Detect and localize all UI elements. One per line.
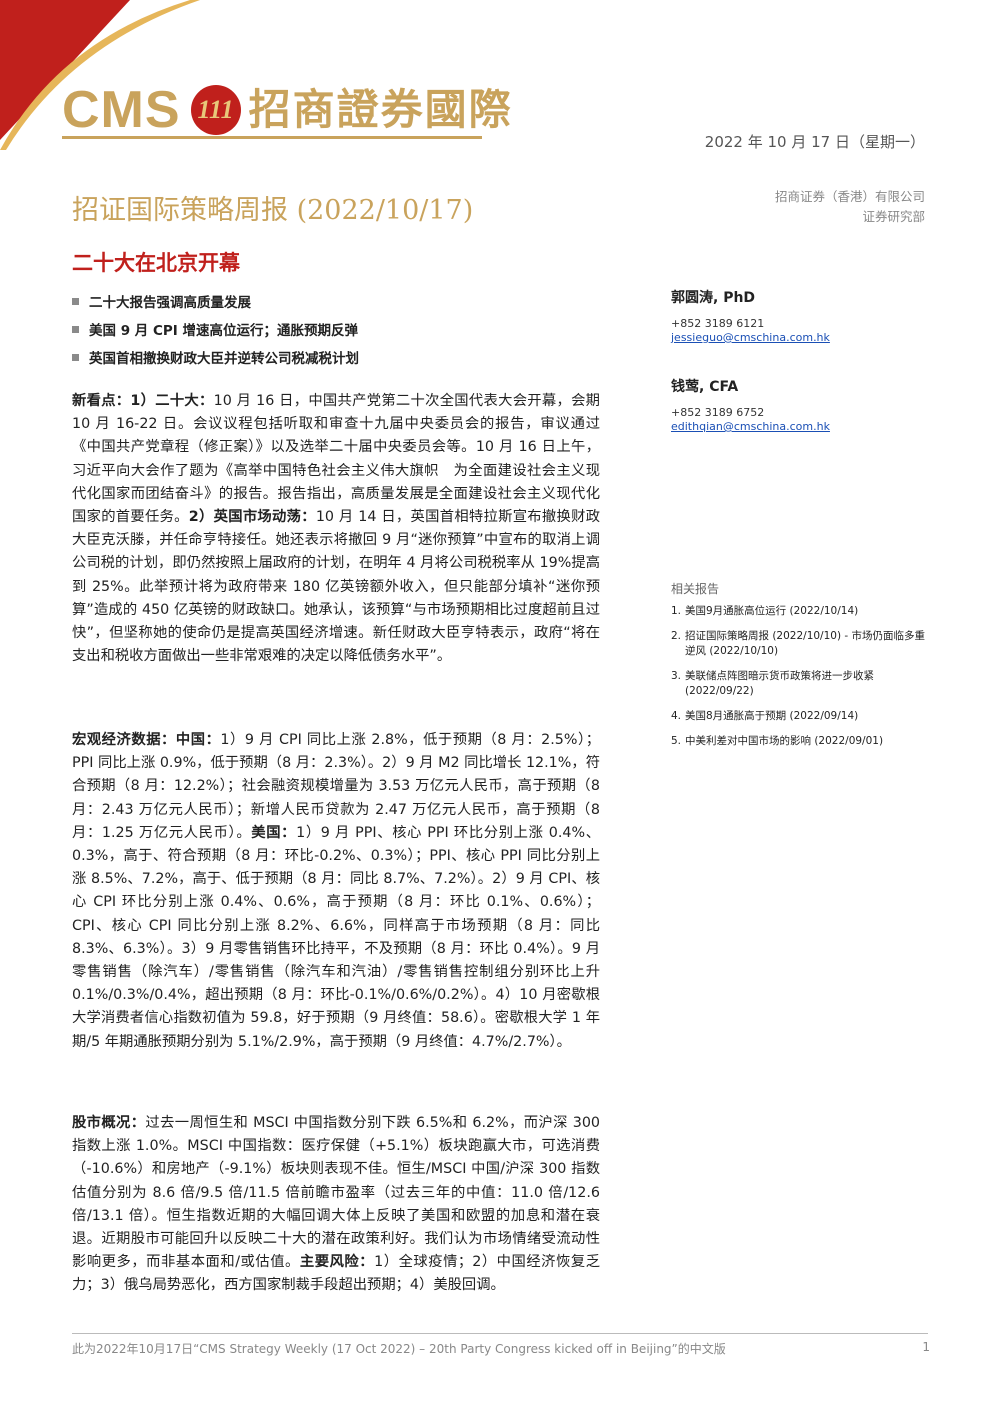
related-reports-title: 相关报告 xyxy=(671,582,720,596)
news-paragraph: 新看点：1）二十大：10 月 16 日，中国共产党第二十次全国代表大会开幕，会期… xyxy=(72,390,600,668)
company-logo: CMS 111 招商證券國際 xyxy=(62,80,513,140)
page-number: 1 xyxy=(922,1340,930,1354)
analyst-phone: +852 3189 6752 xyxy=(671,406,765,419)
logo-underline xyxy=(62,136,482,139)
footer-divider xyxy=(72,1333,928,1334)
key-point: 二十大报告强调高质量发展 xyxy=(72,287,359,315)
footer-note: 此为2022年10月17日“CMS Strategy Weekly (17 Oc… xyxy=(72,1342,726,1356)
related-report-item[interactable]: 3.美联储点阵图暗示货币政策将进一步收紧 (2022/09/22) xyxy=(671,670,874,697)
bullet-square-icon xyxy=(72,325,79,333)
logo-chinese-text: 招商證券國際 xyxy=(248,85,513,134)
macro-label-us: 美国： xyxy=(251,824,297,841)
key-point: 英国首相撤换财政大臣并逆转公司税减税计划 xyxy=(72,343,359,371)
logo-cms-text: CMS xyxy=(62,81,181,139)
related-reports-list: 1.美国9月通胀高位运行 (2022/10/14) 2.招证国际策略周报 (20… xyxy=(671,604,926,759)
macro-paragraph: 宏观经济数据：中国：1）9 月 CPI 同比上涨 2.8%，低于预期（8 月：2… xyxy=(72,729,600,1054)
analyst-name: 郭圆涛, PhD xyxy=(671,290,756,306)
risk-text: 1）全球疫情；2）中国经济恢复乏力；3）俄乌局势恶化，西方国家制裁手段超出预期；… xyxy=(72,1254,600,1294)
analyst-email-link[interactable]: edithqian@cmschina.com.hk xyxy=(671,420,830,433)
news-text-uk: 10 月 14 日，英国首相特拉斯宣布撤换财政大臣克沃滕，并任命亨特接任。她还表… xyxy=(72,509,600,665)
related-report-item[interactable]: 2.招证国际策略周报 (2022/10/10) - 市场仍面临多重逆风 (202… xyxy=(671,630,926,657)
analyst-card: 钱莺, CFA +852 3189 6752 edithqian@cmschin… xyxy=(671,376,926,434)
news-label-uk: 2）英国市场动荡： xyxy=(188,509,316,526)
company-info: 招商证券（香港）有限公司 证券研究部 xyxy=(775,187,925,227)
analyst-email-link[interactable]: jessieguo@cmschina.com.hk xyxy=(671,331,830,344)
macro-text-china: 1）9 月 CPI 同比上涨 2.8%，低于预期（8 月：2.5%）；PPI 同… xyxy=(72,732,601,841)
corner-ribbon-decoration xyxy=(0,0,200,150)
bullet-square-icon xyxy=(72,353,79,361)
risk-label: 主要风险： xyxy=(299,1254,375,1271)
company-name: 招商证券（香港）有限公司 xyxy=(774,189,925,204)
related-report-item[interactable]: 4.美国8月通胀高于预期 (2022/09/14) xyxy=(671,710,859,722)
logo-emblem-icon: 111 xyxy=(190,85,241,135)
analyst-name: 钱莺, CFA xyxy=(671,379,739,395)
related-report-item[interactable]: 1.美国9月通胀高位运行 (2022/10/14) xyxy=(671,605,859,617)
bullet-square-icon xyxy=(72,297,79,305)
headline: 二十大在北京开幕 xyxy=(72,250,240,275)
news-text-congress: 10 月 16 日，中国共产党第二十次全国代表大会开幕，会期 10 月 16-2… xyxy=(72,393,600,526)
department-name: 证券研究部 xyxy=(862,209,925,224)
market-paragraph: 股市概况：过去一周恒生和 MSCI 中国指数分别下跌 6.5%和 6.2%，而沪… xyxy=(72,1112,600,1298)
report-date: 2022 年 10 月 17 日（星期一） xyxy=(704,133,925,151)
key-points-list: 二十大报告强调高质量发展 美国 9 月 CPI 增速高位运行；通胀预期反弹 英国… xyxy=(72,287,359,371)
macro-text-us: 1）9 月 PPI、核心 PPI 环比分别上涨 0.4%、0.3%，高于、符合预… xyxy=(72,824,601,1050)
analyst-phone: +852 3189 6121 xyxy=(671,317,765,330)
news-label: 新看点：1）二十大： xyxy=(72,393,214,409)
analyst-card: 郭圆涛, PhD +852 3189 6121 jessieguo@cmschi… xyxy=(671,287,926,345)
key-point: 美国 9 月 CPI 增速高位运行；通胀预期反弹 xyxy=(72,315,359,343)
report-title: 招证国际策略周报 (2022/10/17) xyxy=(72,195,474,226)
macro-label: 宏观经济数据：中国： xyxy=(72,732,221,748)
related-report-item[interactable]: 5.中美利差对中国市场的影响 (2022/09/01) xyxy=(671,735,884,747)
market-text: 过去一周恒生和 MSCI 中国指数分别下跌 6.5%和 6.2%，而沪深 300… xyxy=(72,1115,601,1271)
market-label: 股市概况： xyxy=(72,1115,146,1131)
